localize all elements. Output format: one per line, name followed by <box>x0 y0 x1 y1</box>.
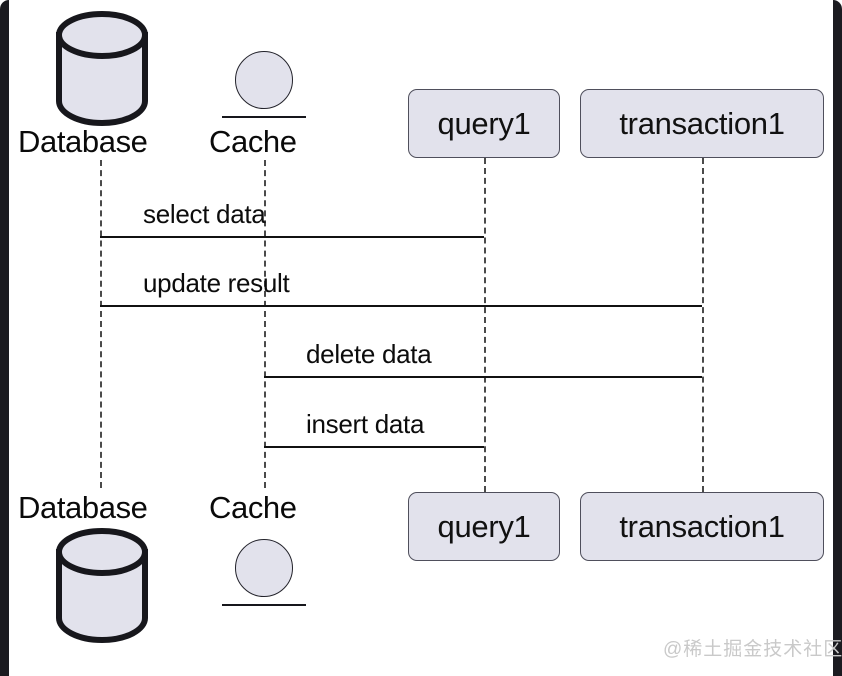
watermark-text: @稀土掘金技术社区 <box>663 639 842 660</box>
cache-circle-icon-bottom <box>235 539 293 597</box>
frame-right-rail <box>833 0 842 676</box>
participant-box-transaction1-bottom[interactable]: transaction1 <box>580 492 824 561</box>
lifeline-transaction1 <box>702 158 704 492</box>
label-database-top: Database <box>18 124 148 159</box>
lifeline-query1 <box>484 158 486 492</box>
database-cylinder-icon-bottom <box>56 528 148 643</box>
participant-box-transaction1-bottom-label: transaction1 <box>619 508 785 544</box>
cache-underline-bottom <box>222 604 306 606</box>
participant-box-transaction1-top[interactable]: transaction1 <box>580 89 824 158</box>
message-label-update-result: update result <box>143 268 290 298</box>
label-database-bottom: Database <box>18 490 148 525</box>
lifeline-database <box>100 160 102 488</box>
lifeline-cache <box>264 160 266 488</box>
message-label-select-data: select data <box>143 199 266 229</box>
participant-box-query1-top-label: query1 <box>437 105 531 141</box>
message-line-update-result <box>100 305 702 307</box>
frame-left-rail <box>0 0 9 676</box>
message-label-insert-data: insert data <box>306 409 425 439</box>
message-line-delete-data <box>264 376 702 378</box>
cache-circle-icon-top <box>235 51 293 109</box>
label-cache-top: Cache <box>209 124 297 159</box>
participant-box-transaction1-top-label: transaction1 <box>619 105 785 141</box>
participant-box-query1-bottom-label: query1 <box>437 508 531 544</box>
message-line-insert-data <box>264 446 484 448</box>
participant-box-query1-top[interactable]: query1 <box>408 89 560 158</box>
database-cylinder-icon-top <box>56 11 148 126</box>
participant-box-query1-bottom[interactable]: query1 <box>408 492 560 561</box>
message-line-select-data <box>100 236 484 238</box>
message-label-delete-data: delete data <box>306 339 432 369</box>
label-cache-bottom: Cache <box>209 490 297 525</box>
cache-underline-top <box>222 116 306 118</box>
